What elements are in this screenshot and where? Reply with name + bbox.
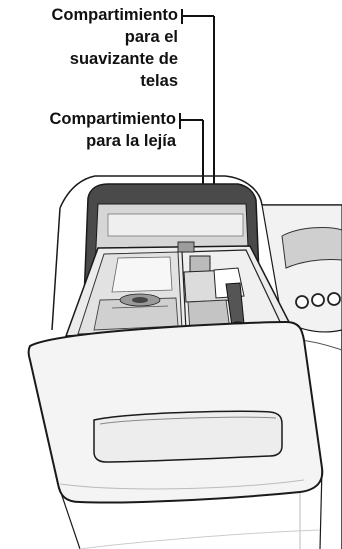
- control-knob: [295, 295, 309, 309]
- bleach-label-line-1: Compartimiento: [49, 110, 176, 128]
- drawer-handle-recess: [93, 410, 283, 463]
- bleach-compartment-label: Compartimiento para la lejía: [0, 108, 176, 152]
- softener-label-line-4: telas: [140, 72, 178, 90]
- softener-label-line-2: para el: [124, 28, 178, 46]
- softener-label-line-3: suavizante de: [69, 50, 178, 68]
- drawer-front: [27, 320, 324, 504]
- bleach-label-line-2: para la lejía: [86, 132, 176, 150]
- control-panel: [261, 204, 342, 549]
- softener-compartment-label: Compartimiento para el suavizante de tel…: [0, 4, 178, 92]
- softener-label-line-1: Compartimiento: [51, 6, 178, 24]
- dispenser-drawer: [64, 241, 292, 337]
